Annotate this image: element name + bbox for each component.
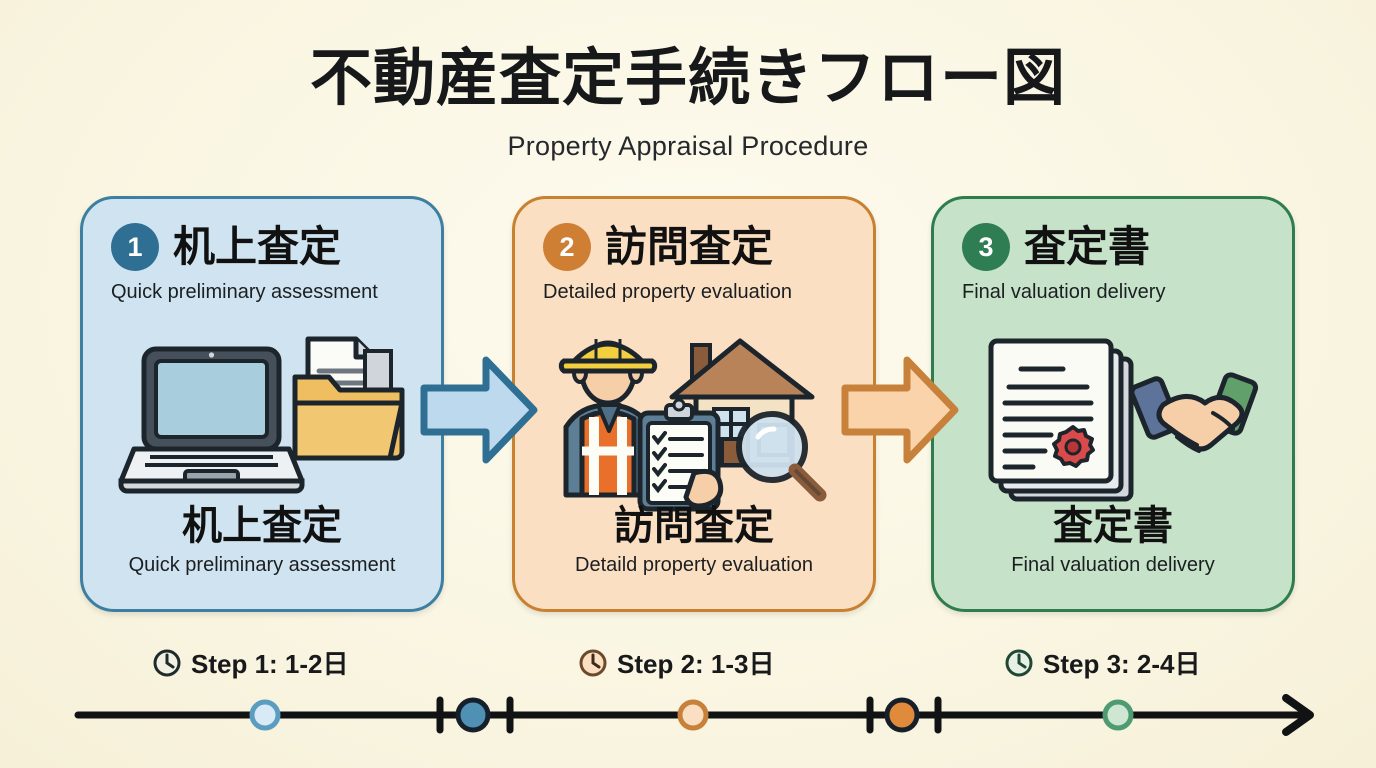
- clock-icon: [1005, 649, 1033, 676]
- laptop-and-folder-icon: [118, 336, 405, 494]
- card-1-footer-title: 机上査定: [182, 504, 342, 548]
- card-3-footer-subtitle: Final valuation delivery: [1011, 554, 1215, 576]
- step-number-badge-3: 3: [962, 223, 1010, 271]
- step-number-badge-1: 1: [111, 223, 159, 271]
- card-2-footer-subtitle: Detaild property evaluation: [575, 554, 813, 576]
- axis-arrowhead: [1282, 694, 1314, 736]
- step-number-badge-2: 2: [543, 223, 591, 271]
- clock-icon: [579, 649, 607, 676]
- timeline-step-2-label: Step 2: 1-3日: [617, 649, 775, 679]
- card-3-header-subtitle: Final valuation delivery: [962, 281, 1166, 303]
- marker-step1-open: [249, 699, 281, 731]
- card-3-illustration: [934, 319, 1292, 519]
- page-subtitle: Property Appraisal Procedure: [507, 131, 869, 161]
- card-1-footer-subtitle: Quick preliminary assessment: [128, 554, 396, 576]
- card-1-illustration: [83, 319, 441, 519]
- arrow-step2-to-step3: [841, 352, 959, 468]
- timeline-step-3-label: Step 3: 2-4日: [1043, 649, 1201, 679]
- card-2-footer-title: 訪問査定: [614, 504, 774, 548]
- card-2-header: 2 訪問査定 Detailed property evaluation: [515, 219, 873, 304]
- timeline-step-1: Step 1: 1-2日: [152, 644, 349, 681]
- marker-step1-filled: [455, 697, 491, 733]
- card-1-header-subtitle: Quick preliminary assessment: [111, 281, 378, 303]
- marker-step3-open: [1102, 699, 1134, 731]
- card-1-header-title: 机上査定: [173, 223, 342, 270]
- card-1-header: 1 机上査定 Quick preliminary assessment: [83, 219, 441, 304]
- timeline-step-3: Step 3: 2-4日: [1004, 644, 1201, 681]
- arrow-step1-to-step2: [420, 352, 538, 468]
- card-3-footer-title: 査定書: [1053, 504, 1173, 548]
- marker-step2-filled: [884, 697, 920, 733]
- card-2-header-subtitle: Detailed property evaluation: [543, 281, 793, 303]
- inspector-house-magnifier-icon: [558, 338, 827, 511]
- card-2-header-title: 訪問査定: [605, 223, 774, 270]
- axis-ticks: [436, 696, 942, 734]
- timeline-step-2: Step 2: 1-3日: [578, 644, 775, 681]
- marker-step2-open: [677, 699, 709, 731]
- step-card-2[interactable]: 2 訪問査定 Detailed property evaluation: [512, 196, 876, 612]
- step-card-1[interactable]: 1 机上査定 Quick preliminary assessment: [80, 196, 444, 612]
- timeline-step-1-label: Step 1: 1-2日: [191, 649, 349, 679]
- card-1-footer: 机上査定 Quick preliminary assessment: [83, 504, 441, 577]
- card-3-header: 3 査定書 Final valuation delivery: [934, 219, 1292, 304]
- card-2-footer: 訪問査定 Detaild property evaluation: [515, 504, 873, 577]
- clock-icon: [153, 649, 181, 676]
- card-2-illustration: [515, 319, 873, 519]
- certificate-and-handshake-icon: [988, 338, 1259, 502]
- card-3-header-title: 査定書: [1024, 223, 1151, 270]
- step-card-3[interactable]: 3 査定書 Final valuation delivery: [931, 196, 1295, 612]
- page-title: 不動産査定手続きフロー図: [309, 44, 1066, 113]
- timeline-axis: [0, 690, 1376, 740]
- card-3-footer: 査定書 Final valuation delivery: [934, 504, 1292, 577]
- timeline-step-labels: Step 1: 1-2日 Step 2: 1-3日 Step 3: 2-4日: [0, 644, 1376, 690]
